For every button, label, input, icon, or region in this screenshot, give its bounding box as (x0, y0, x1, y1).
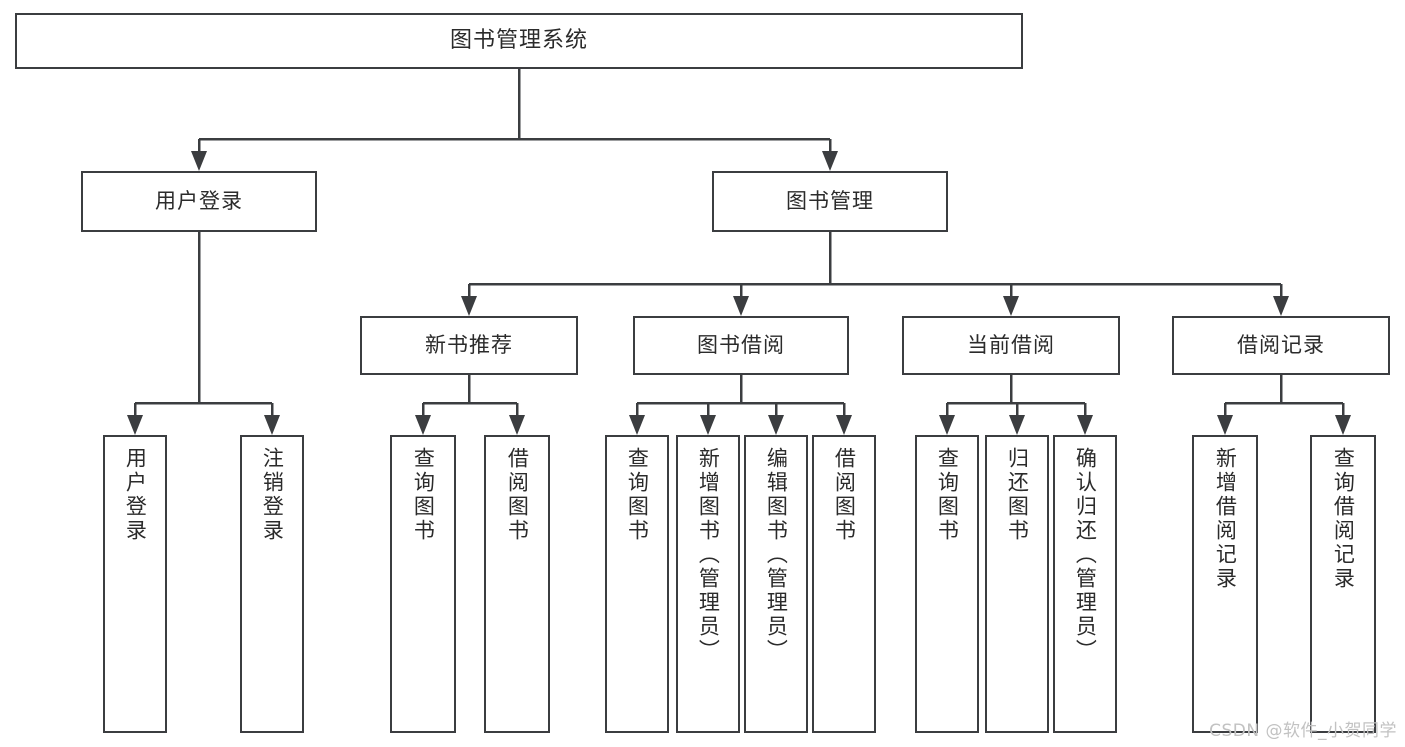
arrowhead-new-book-rec (461, 296, 477, 316)
node-borrow-record[interactable]: 借阅记录 (1172, 316, 1390, 375)
node-label: 新书推荐 (425, 332, 513, 357)
node-label: 查询借阅记录 (1331, 447, 1356, 591)
node-current-borrow[interactable]: 当前借阅 (902, 316, 1120, 375)
node-label: 查询图书 (411, 447, 436, 543)
node-label: 借阅图书 (832, 447, 857, 543)
node-label: 借阅记录 (1237, 332, 1325, 357)
arrowhead-leaf-return-book (1009, 415, 1025, 435)
node-leaf-confirm-return[interactable]: 确认归还（管理员） (1053, 435, 1117, 733)
node-user-login[interactable]: 用户登录 (81, 171, 317, 232)
arrowhead-leaf-borrow-book-rec (509, 415, 525, 435)
node-leaf-user-login[interactable]: 用户登录 (103, 435, 167, 733)
node-label: 图书管理系统 (449, 27, 588, 53)
node-label: 图书管理 (786, 188, 874, 213)
node-label: 借阅图书 (505, 447, 530, 543)
arrowhead-borrow-record (1273, 296, 1289, 316)
node-label: 确认归还（管理员） (1073, 447, 1098, 663)
arrowhead-leaf-user-login (127, 415, 143, 435)
arrowhead-leaf-user-logout (264, 415, 280, 435)
arrowhead-current-borrow (1003, 296, 1019, 316)
arrowhead-leaf-add-book (700, 415, 716, 435)
arrowhead-book-manage (822, 151, 838, 171)
node-label: 用户登录 (123, 447, 148, 543)
node-label: 当前借阅 (967, 332, 1055, 357)
node-new-book-rec[interactable]: 新书推荐 (360, 316, 578, 375)
node-leaf-query-book-cur[interactable]: 查询图书 (915, 435, 979, 733)
node-label: 新增借阅记录 (1213, 447, 1238, 591)
node-leaf-query-borrow-rec[interactable]: 查询借阅记录 (1310, 435, 1376, 733)
node-leaf-return-book[interactable]: 归还图书 (985, 435, 1049, 733)
node-leaf-edit-book[interactable]: 编辑图书（管理员） (744, 435, 808, 733)
csdn-watermark: CSDN @软件_小贺同学 (1209, 721, 1397, 741)
node-label: 归还图书 (1005, 447, 1030, 543)
node-label: 用户登录 (155, 188, 243, 213)
arrowhead-leaf-borrow-book-bor (836, 415, 852, 435)
arrowhead-leaf-query-borrow-rec (1335, 415, 1351, 435)
node-leaf-query-book-bor[interactable]: 查询图书 (605, 435, 669, 733)
arrowhead-leaf-query-book-cur (939, 415, 955, 435)
node-label: 图书借阅 (697, 332, 785, 357)
node-leaf-add-book[interactable]: 新增图书（管理员） (676, 435, 740, 733)
node-label: 查询图书 (935, 447, 960, 543)
node-root[interactable]: 图书管理系统 (15, 13, 1023, 69)
arrowhead-leaf-confirm-return (1077, 415, 1093, 435)
node-book-borrow[interactable]: 图书借阅 (633, 316, 849, 375)
node-leaf-query-book-rec[interactable]: 查询图书 (390, 435, 456, 733)
node-label: 新增图书（管理员） (696, 447, 721, 663)
node-leaf-add-borrow-rec[interactable]: 新增借阅记录 (1192, 435, 1258, 733)
node-label: 查询图书 (625, 447, 650, 543)
node-label: 注销登录 (260, 447, 285, 543)
node-book-manage[interactable]: 图书管理 (712, 171, 948, 232)
node-leaf-user-logout[interactable]: 注销登录 (240, 435, 304, 733)
arrowhead-leaf-query-book-bor (629, 415, 645, 435)
node-leaf-borrow-book-bor[interactable]: 借阅图书 (812, 435, 876, 733)
node-leaf-borrow-book-rec[interactable]: 借阅图书 (484, 435, 550, 733)
arrowhead-user-login (191, 151, 207, 171)
node-label: 编辑图书（管理员） (764, 447, 789, 663)
arrowhead-leaf-edit-book (768, 415, 784, 435)
arrowhead-book-borrow (733, 296, 749, 316)
arrowhead-leaf-add-borrow-rec (1217, 415, 1233, 435)
arrowhead-leaf-query-book-rec (415, 415, 431, 435)
